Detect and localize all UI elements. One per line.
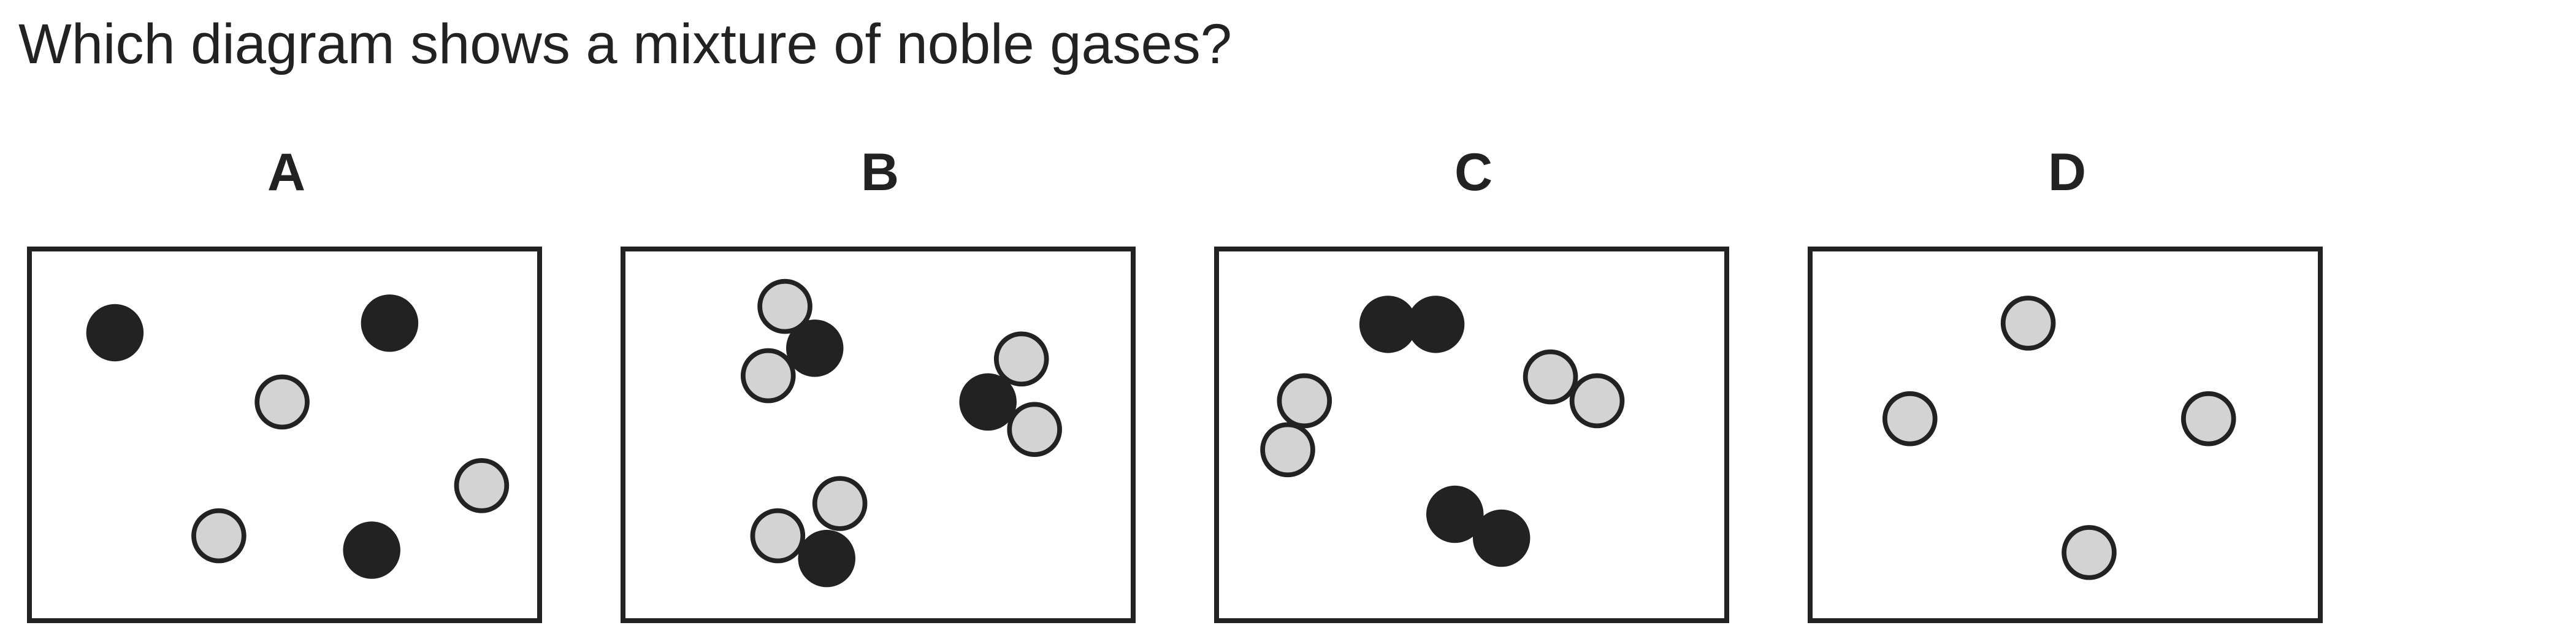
light-atom — [812, 476, 868, 531]
question-text: Which diagram shows a mixture of noble g… — [18, 13, 1232, 75]
diagram-d — [1808, 247, 2323, 623]
dark-atom — [343, 521, 400, 579]
light-atom — [1523, 349, 1578, 405]
molecule-c4 — [1426, 485, 1531, 567]
light-atom — [993, 331, 1049, 387]
light-atom — [1569, 373, 1625, 429]
light-atom — [2000, 296, 2056, 351]
molecule-b1 — [740, 278, 844, 404]
light-atom — [1277, 373, 1332, 429]
molecule-b2 — [959, 331, 1062, 458]
option-a-label: A — [267, 143, 306, 202]
diagram-b — [621, 247, 1136, 623]
dark-atom — [361, 294, 419, 352]
diagram-b-particles — [740, 278, 1062, 588]
molecule-c2 — [1523, 349, 1625, 429]
particles-a — [86, 294, 510, 579]
option-b[interactable]: B — [621, 146, 1139, 630]
light-atom — [740, 348, 796, 404]
dark-atom — [798, 529, 855, 588]
option-a[interactable]: A — [27, 146, 546, 630]
light-atom — [191, 508, 247, 564]
diagram-d-particles — [1882, 296, 2236, 580]
dark-atom — [86, 304, 144, 362]
light-atom — [1007, 402, 1062, 458]
light-atom — [757, 278, 812, 334]
dark-atom — [959, 373, 1017, 431]
diagram-a — [27, 247, 542, 623]
light-atom — [750, 508, 806, 564]
light-atom — [2062, 525, 2117, 580]
light-atom — [1882, 391, 1938, 446]
dark-atom — [786, 320, 844, 377]
diagram-c — [1214, 247, 1729, 623]
option-c-label: C — [1454, 143, 1493, 202]
molecule-b3 — [750, 476, 868, 588]
dark-atom — [1359, 296, 1417, 353]
light-atom — [454, 458, 510, 513]
diagram-a-particles — [86, 294, 510, 579]
option-b-label: B — [860, 143, 900, 202]
molecule-c1 — [1359, 296, 1465, 353]
option-d[interactable]: D — [1808, 146, 2326, 630]
dark-atom — [1472, 509, 1531, 567]
dark-atom — [1407, 296, 1465, 353]
option-c[interactable]: C — [1214, 146, 1733, 630]
diagram-c-particles — [1260, 296, 1625, 567]
dark-atom — [1426, 485, 1484, 543]
particles-d — [1882, 296, 2236, 580]
light-atom — [2180, 391, 2236, 446]
light-atom — [1260, 422, 1315, 478]
option-d-label: D — [2047, 143, 2087, 202]
molecule-c3 — [1260, 373, 1332, 478]
light-atom — [254, 374, 310, 430]
